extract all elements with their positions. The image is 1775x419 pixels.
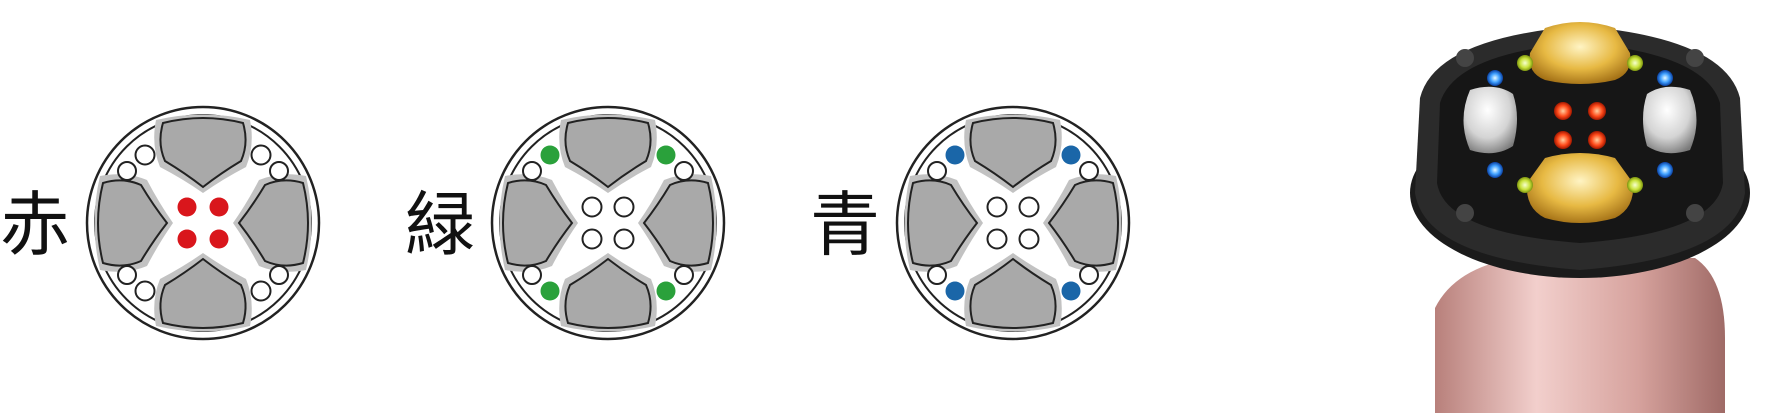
panel-label-blue: 青	[810, 184, 880, 266]
dial-blue	[895, 105, 1131, 341]
led-inner-1	[656, 145, 676, 165]
panel-label-green: 緑	[405, 184, 475, 266]
led-center-0	[581, 196, 603, 218]
led-inner-3	[250, 280, 272, 302]
pad-left	[94, 174, 173, 272]
pad-right	[638, 174, 717, 272]
led-inner-1	[1061, 145, 1081, 165]
center-red-leds	[1554, 102, 1606, 149]
led-outer-2	[927, 265, 947, 285]
led-outer-3	[269, 265, 289, 285]
silver-pad-right	[1643, 86, 1697, 154]
led-outer-0	[522, 161, 542, 181]
panel-label-red: 赤	[0, 184, 70, 266]
led-center-2	[177, 229, 197, 249]
handle	[1435, 258, 1725, 413]
pad-bottom	[964, 253, 1062, 332]
blue-leds	[1487, 70, 1673, 178]
led-center-3	[613, 228, 635, 250]
led-outer-2	[522, 265, 542, 285]
led-inner-3	[656, 281, 676, 301]
led-inner-0	[540, 145, 560, 165]
led-center-1	[1018, 196, 1040, 218]
pad-right	[1043, 174, 1122, 272]
led-inner-0	[945, 145, 965, 165]
pad-top	[559, 114, 657, 193]
led-center-2	[986, 228, 1008, 250]
gold-pad-top	[1529, 22, 1631, 84]
pad-top	[964, 114, 1062, 193]
led-outer-3	[1079, 265, 1099, 285]
dial-green	[490, 105, 726, 341]
led-inner-2	[134, 280, 156, 302]
led-inner-2	[945, 281, 965, 301]
led-outer-0	[117, 161, 137, 181]
led-center-3	[209, 229, 229, 249]
pad-bottom	[559, 253, 657, 332]
led-center-3	[1018, 228, 1040, 250]
pad-left	[499, 174, 578, 272]
led-inner-0	[134, 144, 156, 166]
pad-left	[904, 174, 983, 272]
yellow-leds	[1517, 55, 1643, 193]
led-center-2	[581, 228, 603, 250]
led-center-0	[986, 196, 1008, 218]
led-outer-0	[927, 161, 947, 181]
led-outer-1	[1079, 161, 1099, 181]
led-center-1	[613, 196, 635, 218]
led-inner-1	[250, 144, 272, 166]
pad-top	[154, 114, 252, 193]
led-center-1	[209, 197, 229, 217]
pad-right	[233, 174, 312, 272]
pad-bottom	[154, 253, 252, 332]
led-center-0	[177, 197, 197, 217]
device-photo	[1410, 22, 1750, 413]
led-inner-3	[1061, 281, 1081, 301]
dial-red	[85, 105, 321, 341]
led-outer-1	[674, 161, 694, 181]
led-inner-2	[540, 281, 560, 301]
gold-pad-bottom	[1526, 153, 1634, 223]
led-outer-3	[674, 265, 694, 285]
led-outer-1	[269, 161, 289, 181]
led-outer-2	[117, 265, 137, 285]
silver-pad-left	[1463, 86, 1517, 154]
